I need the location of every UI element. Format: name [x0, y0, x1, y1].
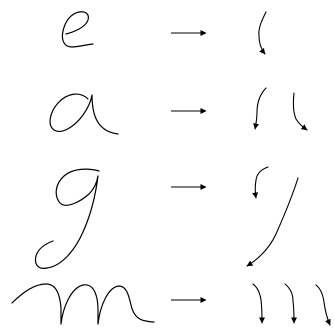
row-m	[11, 283, 331, 326]
stroke-1	[253, 87, 267, 130]
handwritten-a	[49, 93, 119, 135]
row-g	[34, 166, 299, 269]
handwritten-m	[11, 283, 155, 325]
stroke-3	[315, 284, 331, 326]
handwritten-g	[34, 168, 100, 269]
row-e	[61, 11, 267, 55]
row-a	[49, 87, 308, 135]
stroke-2	[284, 283, 297, 324]
stroke-2	[246, 177, 299, 267]
stroke-1	[252, 166, 269, 199]
stroke-1	[252, 283, 265, 324]
stroke-2	[292, 92, 308, 131]
stroke-1	[258, 11, 267, 55]
handwritten-e	[61, 11, 94, 48]
